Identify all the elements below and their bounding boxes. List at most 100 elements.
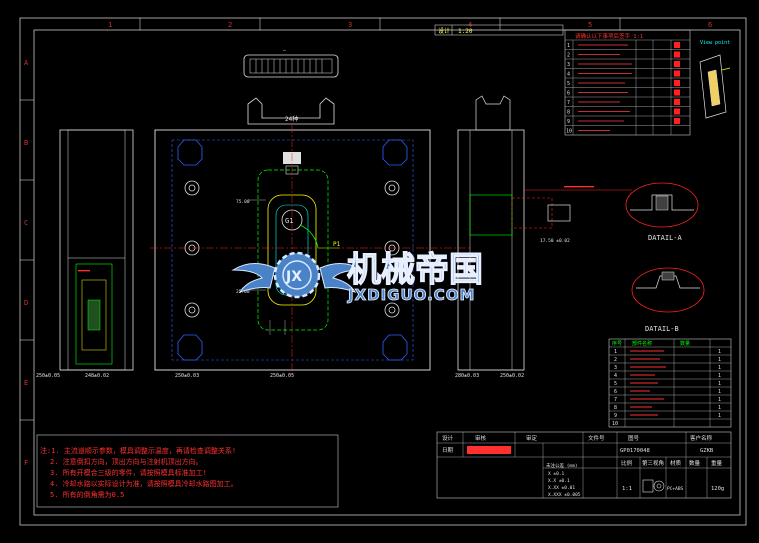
- note-line: 4. 冷却水路以实际设计为准，请按照模具冷却水路图加工。: [50, 480, 238, 488]
- row-label: C: [24, 219, 28, 227]
- parts-row-qty: 1: [718, 413, 721, 419]
- checklist-row-no: 4: [567, 72, 570, 78]
- parts-row-qty: 1: [718, 373, 721, 379]
- watermark-cn: 机械帝国: [347, 250, 483, 290]
- col-label: 5: [588, 21, 592, 29]
- parts-row-qty: 1: [718, 349, 721, 355]
- center-dim: 250±0.03: [175, 373, 199, 379]
- note-line: 3. 所有开模合三级的零件，请按照模具标准加工!: [50, 469, 207, 477]
- parts-row-no: 5: [614, 381, 617, 387]
- left-dim: 250±0.05: [36, 373, 60, 379]
- notes-frame: [36, 434, 339, 508]
- svg-text:▬▬▬▬: ▬▬▬▬: [78, 268, 90, 274]
- notes-panel: 注:1. 主流道顺示参数，模具调整示温度，再请检查调整关系! 2. 注意倒扣方向…: [38, 440, 338, 501]
- col-label: 1: [108, 21, 112, 29]
- tb-date-label: 日期: [442, 447, 454, 454]
- row-label: B: [24, 139, 28, 147]
- parts-row-no: 2: [614, 357, 617, 363]
- border-ticks: [20, 18, 621, 421]
- row-label: E: [24, 379, 28, 387]
- tb-tol: X.XX ±0.01: [548, 485, 575, 491]
- tb-tol: X.X ±0.1: [548, 478, 570, 484]
- checklist-row-no: 2: [567, 53, 570, 59]
- tb-weight: 120g: [711, 486, 724, 492]
- tb-drawing-no-label: 图号: [628, 434, 640, 442]
- col-label: 2: [228, 21, 232, 29]
- top-view-dim: —: [283, 48, 287, 54]
- inner-frame: [33, 29, 741, 516]
- parts-row-qty: 1: [718, 397, 721, 403]
- left-side-view: ▬▬▬▬ 250±0.05 248±0.02: [36, 129, 134, 379]
- note-line: 2. 注意倒扣方向，顶出方向与注射机顶出方向。: [50, 458, 203, 466]
- parts-row-qty: 1: [718, 405, 721, 411]
- tb-approve: 审定: [526, 434, 538, 442]
- top-part-view: — 24种: [243, 48, 339, 125]
- note-line: 5. 所有的倒角需为0.5: [50, 491, 125, 499]
- svg-text:▬▬▬▬▬▬▬▬▬▬: ▬▬▬▬▬▬▬▬▬▬: [564, 184, 594, 190]
- parts-header: 序号: [612, 340, 622, 347]
- detail-a-label: DATAIL-A: [648, 234, 683, 242]
- view-point-icon: View point: [699, 40, 730, 119]
- tb-tol: X ±0.1: [548, 471, 565, 477]
- parts-row-no: 1: [614, 349, 617, 355]
- parts-row-no: 4: [614, 373, 617, 379]
- checklist-table: 请确认以下事项后签字 1:1 1 2 3 4 5 6 7 8 9 10: [564, 29, 691, 136]
- checklist-row-no: 1: [567, 43, 570, 49]
- p-label: P1: [333, 241, 341, 248]
- parts-row-no: 3: [614, 365, 617, 371]
- row-label: A: [24, 59, 29, 67]
- col-label: 3: [348, 21, 352, 29]
- detail-a: DATAIL-A: [625, 182, 699, 242]
- center-dim: 250±0.05: [270, 373, 294, 379]
- tb-tol-title: 未注公差 (mm): [546, 462, 578, 469]
- col-label: 6: [708, 21, 712, 29]
- detail-b: DATAIL-B: [631, 267, 705, 333]
- gate-label: G1: [285, 217, 293, 225]
- tb-customer-label: 客户名称: [690, 434, 713, 442]
- center-plate-view: G1 P1 75.00 25.00 250±0.03 250±0.05: [150, 125, 470, 379]
- parts-row-no: 7: [614, 397, 617, 403]
- parts-table: 序号 部件名称 数量 1 2 3 4 5 6 7 8 9 10 1 1 1 1 …: [608, 338, 732, 428]
- tb-checker: 审核: [475, 434, 487, 442]
- left-dim: 248±0.02: [85, 373, 109, 379]
- projection-symbol: [642, 479, 665, 493]
- title-block: 设计 审核 审定 文件号 图号 客户名称 日期 GP0170048 GZKB 比…: [436, 431, 732, 499]
- watermark: JX 机械帝国 JXDIGUO.COM: [231, 249, 484, 304]
- view-point-label: View point: [700, 40, 730, 46]
- svg-text:75.00: 75.00: [236, 199, 250, 205]
- tb-customer: GZKB: [700, 448, 714, 454]
- tb-scale: 1:1: [622, 486, 632, 492]
- watermark-en: JXDIGUO.COM: [347, 286, 475, 304]
- header-label: 设计: [438, 27, 450, 35]
- tb-weight-label: 重量: [711, 459, 723, 467]
- tb-view-label: 第三视角: [642, 459, 664, 467]
- column-labels: 1 2 3 4 5 6: [108, 21, 712, 29]
- row-label: F: [24, 459, 28, 467]
- top-dim-label: 24种: [285, 115, 298, 123]
- tb-qty-label: 数量: [689, 459, 701, 467]
- parts-header: 数量: [680, 340, 690, 347]
- tb-scale-label: 比例: [621, 459, 633, 467]
- parts-row-qty: 1: [718, 357, 721, 363]
- parts-row-qty: 1: [718, 381, 721, 387]
- right-dim: 250±0.02: [500, 373, 524, 379]
- parts-header: 部件名称: [632, 340, 652, 347]
- checklist-title: 请确认以下事项后签字 1:1: [575, 32, 643, 40]
- svg-text:17.50 ±0.02: 17.50 ±0.02: [540, 238, 570, 244]
- detail-b-label: DATAIL-B: [645, 325, 679, 333]
- checklist-row-no: 7: [567, 100, 570, 106]
- row-labels: A B C D E F: [24, 59, 29, 467]
- tb-designer: 设计: [442, 434, 454, 442]
- parts-row-no: 10: [612, 421, 618, 427]
- svg-text:JX: JX: [285, 269, 302, 285]
- row-label: D: [24, 299, 28, 307]
- checklist-row-no: 3: [567, 62, 570, 68]
- parts-row-qty: 1: [718, 389, 721, 395]
- parts-row-qty: 1: [718, 365, 721, 371]
- parts-row-no: 6: [614, 389, 617, 395]
- checklist-row-no: 5: [567, 81, 570, 87]
- tb-doc-no-label: 文件号: [588, 434, 605, 442]
- checklist-row-no: 8: [567, 110, 570, 116]
- checklist-row-no: 10: [566, 129, 572, 135]
